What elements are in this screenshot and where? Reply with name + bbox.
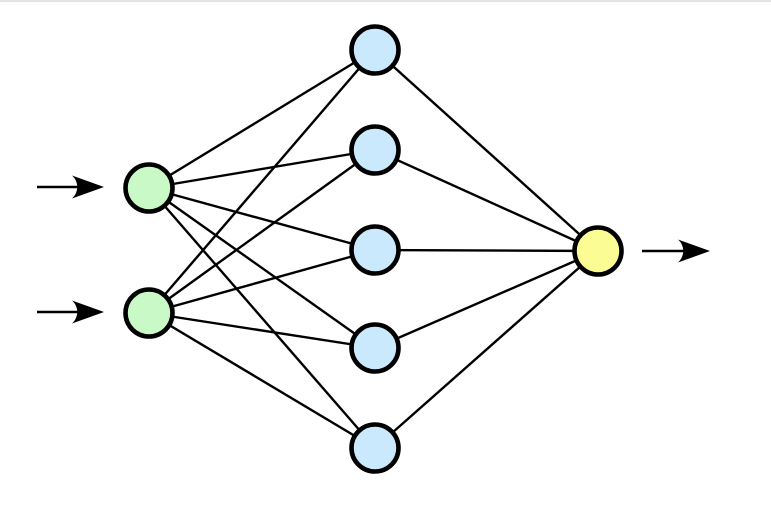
edge-in2-h1 (148, 49, 376, 314)
edge-in1-h5 (148, 187, 376, 449)
output-arrow-1-head-icon (678, 239, 710, 263)
output-layer-node-out1 (572, 225, 624, 277)
input-layer-node-in2 (123, 287, 175, 339)
edge-h1-out1 (374, 49, 599, 252)
hidden-layer-node-h2 (349, 124, 401, 176)
edge-in1-h3 (148, 186, 376, 252)
edge-in2-h2 (148, 149, 376, 314)
edge-in2-h4 (148, 311, 376, 350)
hidden-layer-node-h5 (349, 422, 401, 474)
input-arrow-2-head-icon (72, 300, 104, 324)
input-arrow-1-head-icon (72, 175, 104, 199)
hidden-layer-node-h3 (349, 224, 401, 276)
input-layer-node-in1 (123, 162, 175, 214)
edge-h2-out1 (374, 148, 599, 253)
edge-in1-h2 (148, 148, 376, 190)
edge-in1-h1 (148, 48, 376, 190)
hidden-layer-node-h1 (349, 24, 401, 76)
edge-in2-h3 (148, 248, 376, 315)
edge-h3-out1 (374, 248, 599, 253)
window-top-border (0, 0, 771, 2)
hidden-layer-node-h4 (349, 322, 401, 374)
edge-h5-out1 (374, 250, 599, 449)
edge-h4-out1 (374, 249, 599, 350)
edge-in1-h4 (148, 187, 376, 349)
edge-in2-h5 (148, 311, 376, 450)
